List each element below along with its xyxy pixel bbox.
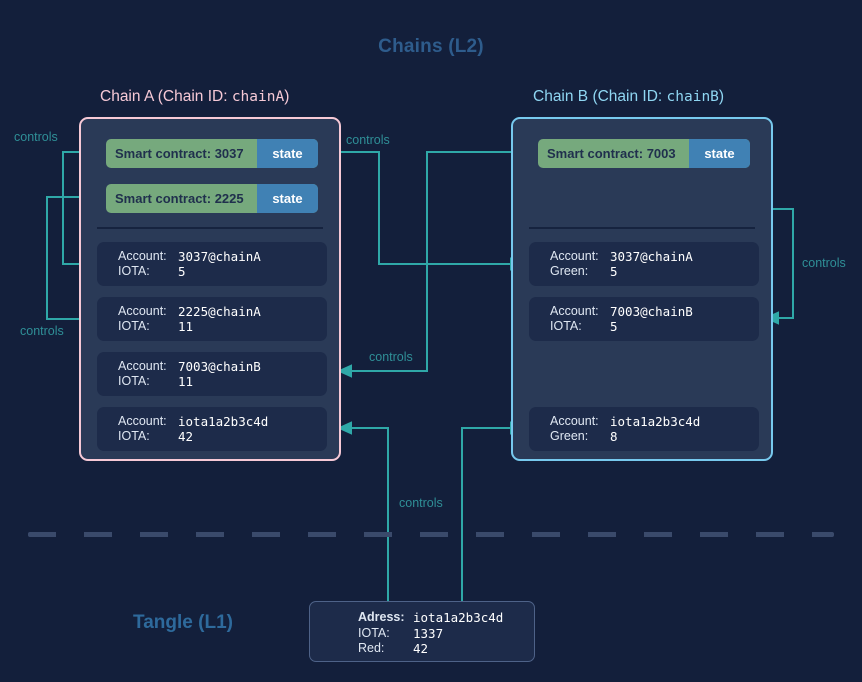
balance-value: 11 [178,319,194,334]
account-value: 7003@chainB [610,304,693,319]
chain-a-box[interactable]: Smart contract: 3037 state Smart contrac… [79,117,341,461]
account-value: iota1a2b3c4d [610,414,701,429]
controls-label-tangle: controls [399,496,443,510]
account-key: Account: [550,414,599,428]
balance-key: IOTA: [118,429,150,443]
controls-label-a-contract2225: controls [20,324,64,338]
balance-key: IOTA: [118,374,150,388]
chain-b-title: Chain B (Chain ID: chainB) [533,88,724,106]
chain-b-account-iota[interactable]: Account: iota1a2b3c4d Green: 8 [529,407,759,451]
chain-b-box[interactable]: Smart contract: 7003 state Account: 3037@… [511,117,773,461]
account-value: iota1a2b3c4d [178,414,269,429]
balance-value: 5 [178,264,186,279]
iota-key: IOTA: [358,625,390,640]
chain-a-title: Chain A (Chain ID: chainA) [100,88,289,106]
page-title-l2: Chains (L2) [378,36,484,57]
controls-label-b-to-a: controls [369,350,413,364]
red-key: Red: [358,641,385,655]
page-title-l1: Tangle (L1) [133,612,233,633]
account-key: Account: [118,249,167,263]
account-key: Account: [118,414,167,428]
account-key: Account: [550,249,599,263]
iota-value: 1337 [413,625,444,641]
contract-label: Smart contract: 7003 [547,146,676,161]
controls-label-b-contract7003: controls [802,256,846,270]
chain-b-title-prefix: Chain B (Chain ID: [533,88,667,105]
balance-key: IOTA: [118,264,150,278]
balance-value: 42 [178,429,194,444]
chain-a-account-2225[interactable]: Account: 2225@chainA IOTA: 11 [97,297,327,341]
chain-a-contract-2225[interactable]: Smart contract: 2225 state [106,184,318,213]
chain-a-contract-3037[interactable]: Smart contract: 3037 state [106,139,318,168]
account-value: 7003@chainB [178,359,261,374]
chain-b-separator [529,227,755,229]
account-key: Account: [118,359,167,373]
balance-key: IOTA: [550,319,582,333]
tangle-address-card[interactable]: Adress: iota1a2b3c4d IOTA: 1337 Red: 42 [309,601,535,662]
address-key: Adress: [358,610,405,624]
contract-state-button[interactable]: state [257,184,318,213]
chain-a-title-suffix: ) [284,88,290,105]
red-value: 42 [413,641,429,656]
balance-key: IOTA: [118,319,150,333]
chain-b-title-suffix: ) [718,88,725,105]
contract-state-button[interactable]: state [689,139,750,168]
address-value: iota1a2b3c4d [413,610,504,625]
balance-value: 11 [178,374,194,389]
contract-label: Smart contract: 2225 [115,191,244,206]
contract-state-button[interactable]: state [257,139,318,168]
chain-b-account-3037[interactable]: Account: 3037@chainA Green: 5 [529,242,759,286]
account-value: 3037@chainA [610,249,693,264]
chain-a-title-prefix: Chain A (Chain ID: [100,88,232,105]
account-value: 2225@chainA [178,304,261,319]
chain-a-title-id: chainA [231,89,285,105]
balance-value: 5 [610,264,618,279]
layer-divider [28,532,834,537]
account-key: Account: [118,304,167,318]
chain-b-account-7003[interactable]: Account: 7003@chainB IOTA: 5 [529,297,759,341]
balance-value: 5 [610,319,618,334]
chain-b-title-id: chainB [666,89,719,105]
chain-a-account-iota[interactable]: Account: iota1a2b3c4d IOTA: 42 [97,407,327,451]
balance-value: 8 [610,429,618,444]
balance-key: Green: [550,264,589,278]
chain-a-account-7003[interactable]: Account: 7003@chainB IOTA: 11 [97,352,327,396]
account-key: Account: [550,304,599,318]
controls-label-a-contract3037: controls [14,130,58,144]
contract-label: Smart contract: 3037 [115,146,244,161]
account-value: 3037@chainA [178,249,261,264]
chain-b-contract-7003[interactable]: Smart contract: 7003 state [538,139,750,168]
controls-label-a-to-b: controls [346,133,390,147]
chain-a-account-3037[interactable]: Account: 3037@chainA IOTA: 5 [97,242,327,286]
chain-a-separator [97,227,323,229]
balance-key: Green: [550,429,589,443]
